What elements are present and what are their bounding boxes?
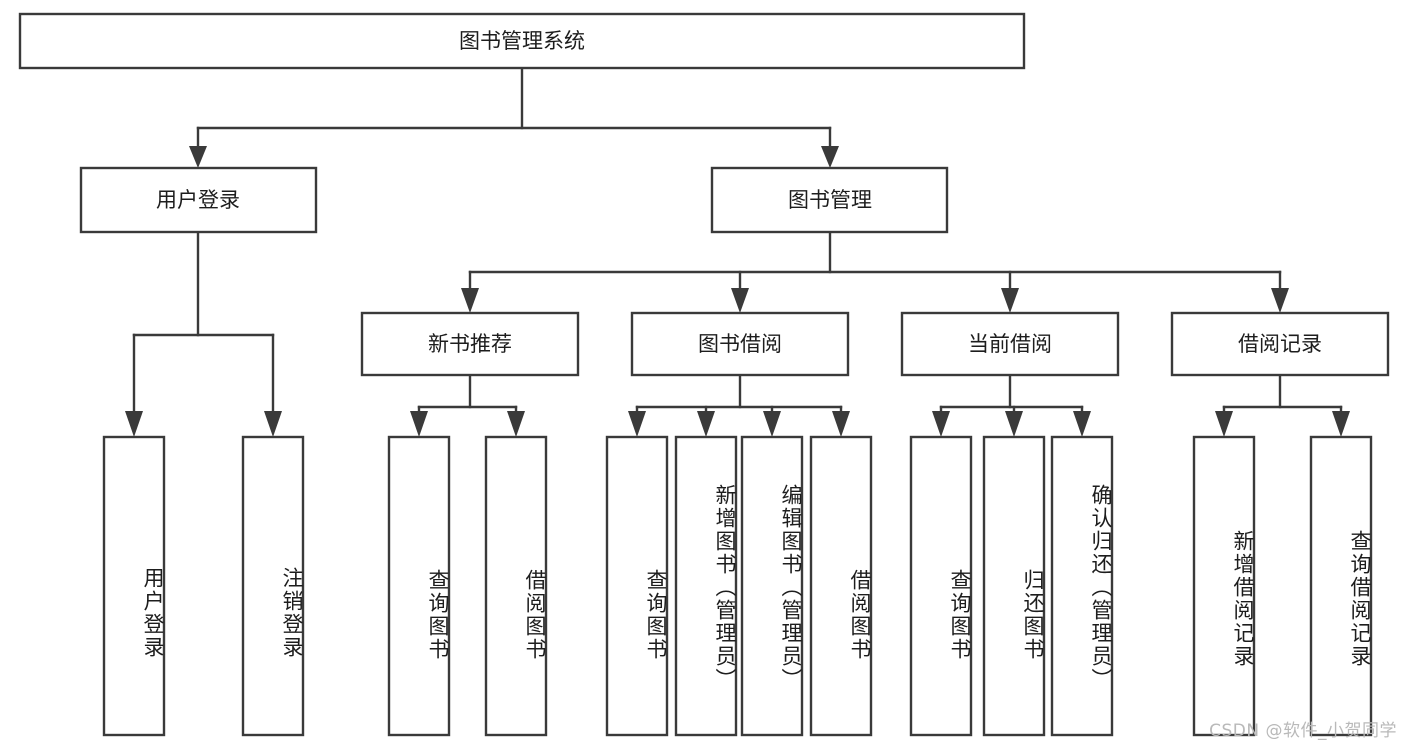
node-root-box[interactable] (18, 12, 1026, 70)
arrow-icon-leaf-borrow-book-2 (832, 411, 850, 437)
node-leaf-return-book-box[interactable] (982, 435, 1046, 737)
node-book-manage[interactable]: 图书管理 (710, 166, 949, 234)
node-root[interactable]: 图书管理系统 (18, 12, 1026, 70)
node-leaf-add-record-box[interactable] (1192, 435, 1256, 737)
arrow-icon-leaf-add-record (1215, 411, 1233, 437)
node-current-borrow-label: 当前借阅 (968, 332, 1052, 356)
arrow-icon-leaf-query-book-3 (932, 411, 950, 437)
node-leaf-query-book-2-box[interactable] (605, 435, 669, 737)
arrow-icon-leaf-query-book-2 (628, 411, 646, 437)
node-book-borrow-label: 图书借阅 (698, 332, 782, 356)
node-current-borrow[interactable]: 当前借阅 (900, 311, 1120, 377)
node-leaf-edit-book-box[interactable] (740, 435, 804, 737)
arrow-icon-current-borrow (1001, 288, 1019, 313)
node-layer: 图书管理系统 用户登录 图书管理 新书推荐 图书借阅 当前 (18, 12, 1390, 737)
arrow-icon-leaf-borrow-book-1 (507, 411, 525, 437)
arrow-icon-leaf-return-book (1005, 411, 1023, 437)
node-user-login-label: 用户登录 (156, 188, 240, 212)
csdn-watermark: CSDN @软件_小贺同学 (1209, 721, 1397, 741)
arrow-icon-leaf-user-login (125, 411, 143, 437)
node-book-borrow-box[interactable] (630, 311, 850, 377)
node-leaf-user-logout-box[interactable] (241, 435, 305, 737)
arrow-icon-to-book-manage (821, 146, 839, 168)
node-new-book-recommend-label: 新书推荐 (428, 332, 512, 356)
node-leaf-query-book-1-box[interactable] (387, 435, 451, 737)
node-current-borrow-box[interactable] (900, 311, 1120, 377)
node-leaf-borrow-book-1-box[interactable] (484, 435, 548, 737)
node-leaf-add-book-box[interactable] (674, 435, 738, 737)
node-borrow-record-box[interactable] (1170, 311, 1390, 377)
node-new-book-recommend[interactable]: 新书推荐 (360, 311, 580, 377)
node-new-book-recommend-box[interactable] (360, 311, 580, 377)
node-book-manage-label: 图书管理 (788, 188, 872, 212)
node-root-label: 图书管理系统 (459, 29, 585, 53)
arrow-icon-leaf-query-record (1332, 411, 1350, 437)
node-leaf-query-record-box[interactable] (1309, 435, 1373, 737)
node-user-login[interactable]: 用户登录 (79, 166, 318, 234)
node-user-login-box[interactable] (79, 166, 318, 234)
node-leaf-query-book-3-box[interactable] (909, 435, 973, 737)
node-book-borrow[interactable]: 图书借阅 (630, 311, 850, 377)
node-leaf-borrow-book-2-box[interactable] (809, 435, 873, 737)
arrow-icon-leaf-add-book (697, 411, 715, 437)
node-leaf-confirm-return-box[interactable] (1050, 435, 1114, 737)
arrow-icon-book-borrow (731, 288, 749, 313)
node-borrow-record[interactable]: 借阅记录 (1170, 311, 1390, 377)
connector-layer (125, 66, 1350, 437)
arrow-icon-new-book-recommend (461, 288, 479, 313)
arrow-icon-to-user-login (189, 146, 207, 168)
arrow-icon-leaf-user-logout (264, 411, 282, 437)
node-borrow-record-label: 借阅记录 (1238, 332, 1322, 356)
arrow-icon-borrow-record (1271, 288, 1289, 313)
node-book-manage-box[interactable] (710, 166, 949, 234)
arrow-icon-leaf-confirm-return (1073, 411, 1091, 437)
arrow-icon-leaf-query-book-1 (410, 411, 428, 437)
node-leaf-user-login-box[interactable] (102, 435, 166, 737)
arrow-icon-leaf-edit-book (763, 411, 781, 437)
